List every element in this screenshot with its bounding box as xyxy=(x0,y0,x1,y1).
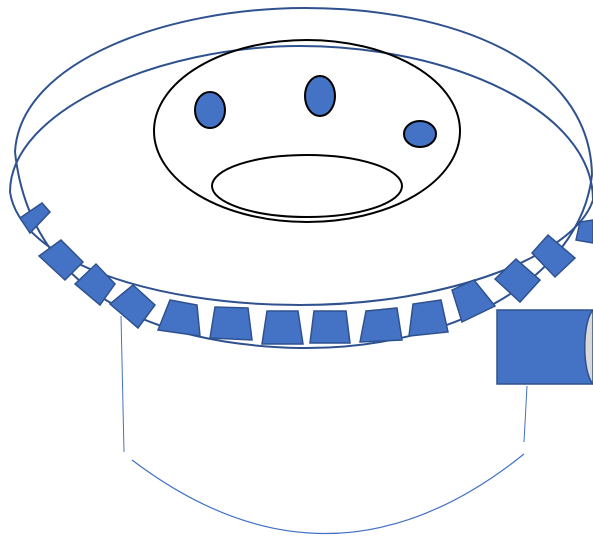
tube-end xyxy=(584,308,593,386)
rim-segment xyxy=(261,310,304,345)
inner-dot xyxy=(304,75,336,117)
rim-segment xyxy=(209,306,253,341)
rim-segment xyxy=(37,239,85,282)
rim-segment xyxy=(408,299,449,337)
side-tube xyxy=(496,308,593,386)
body-right-edge xyxy=(523,385,528,443)
body-left-edge xyxy=(120,315,125,453)
rim-segments xyxy=(18,202,593,345)
rim-segment xyxy=(73,262,116,307)
body-bottom-curve xyxy=(131,453,525,535)
rim-segment xyxy=(359,307,403,343)
rim-segment xyxy=(309,310,351,344)
inner-dot xyxy=(194,91,226,129)
tube-body xyxy=(496,309,593,385)
inner-top xyxy=(153,39,461,223)
inner-lower-ellipse xyxy=(211,154,403,218)
inner-outer-ellipse xyxy=(153,39,461,223)
inner-dot xyxy=(403,120,437,148)
rim-segment xyxy=(108,284,157,330)
rim-back-arc xyxy=(14,6,593,176)
rim-segment xyxy=(156,299,201,337)
cylinder-body xyxy=(120,315,528,535)
rim-segment xyxy=(575,219,593,244)
rim-segment xyxy=(493,257,542,304)
rim-top-ellipse xyxy=(9,44,593,201)
rim-segment xyxy=(530,233,577,279)
rim-segment xyxy=(451,279,497,324)
rim-segment xyxy=(18,202,52,235)
